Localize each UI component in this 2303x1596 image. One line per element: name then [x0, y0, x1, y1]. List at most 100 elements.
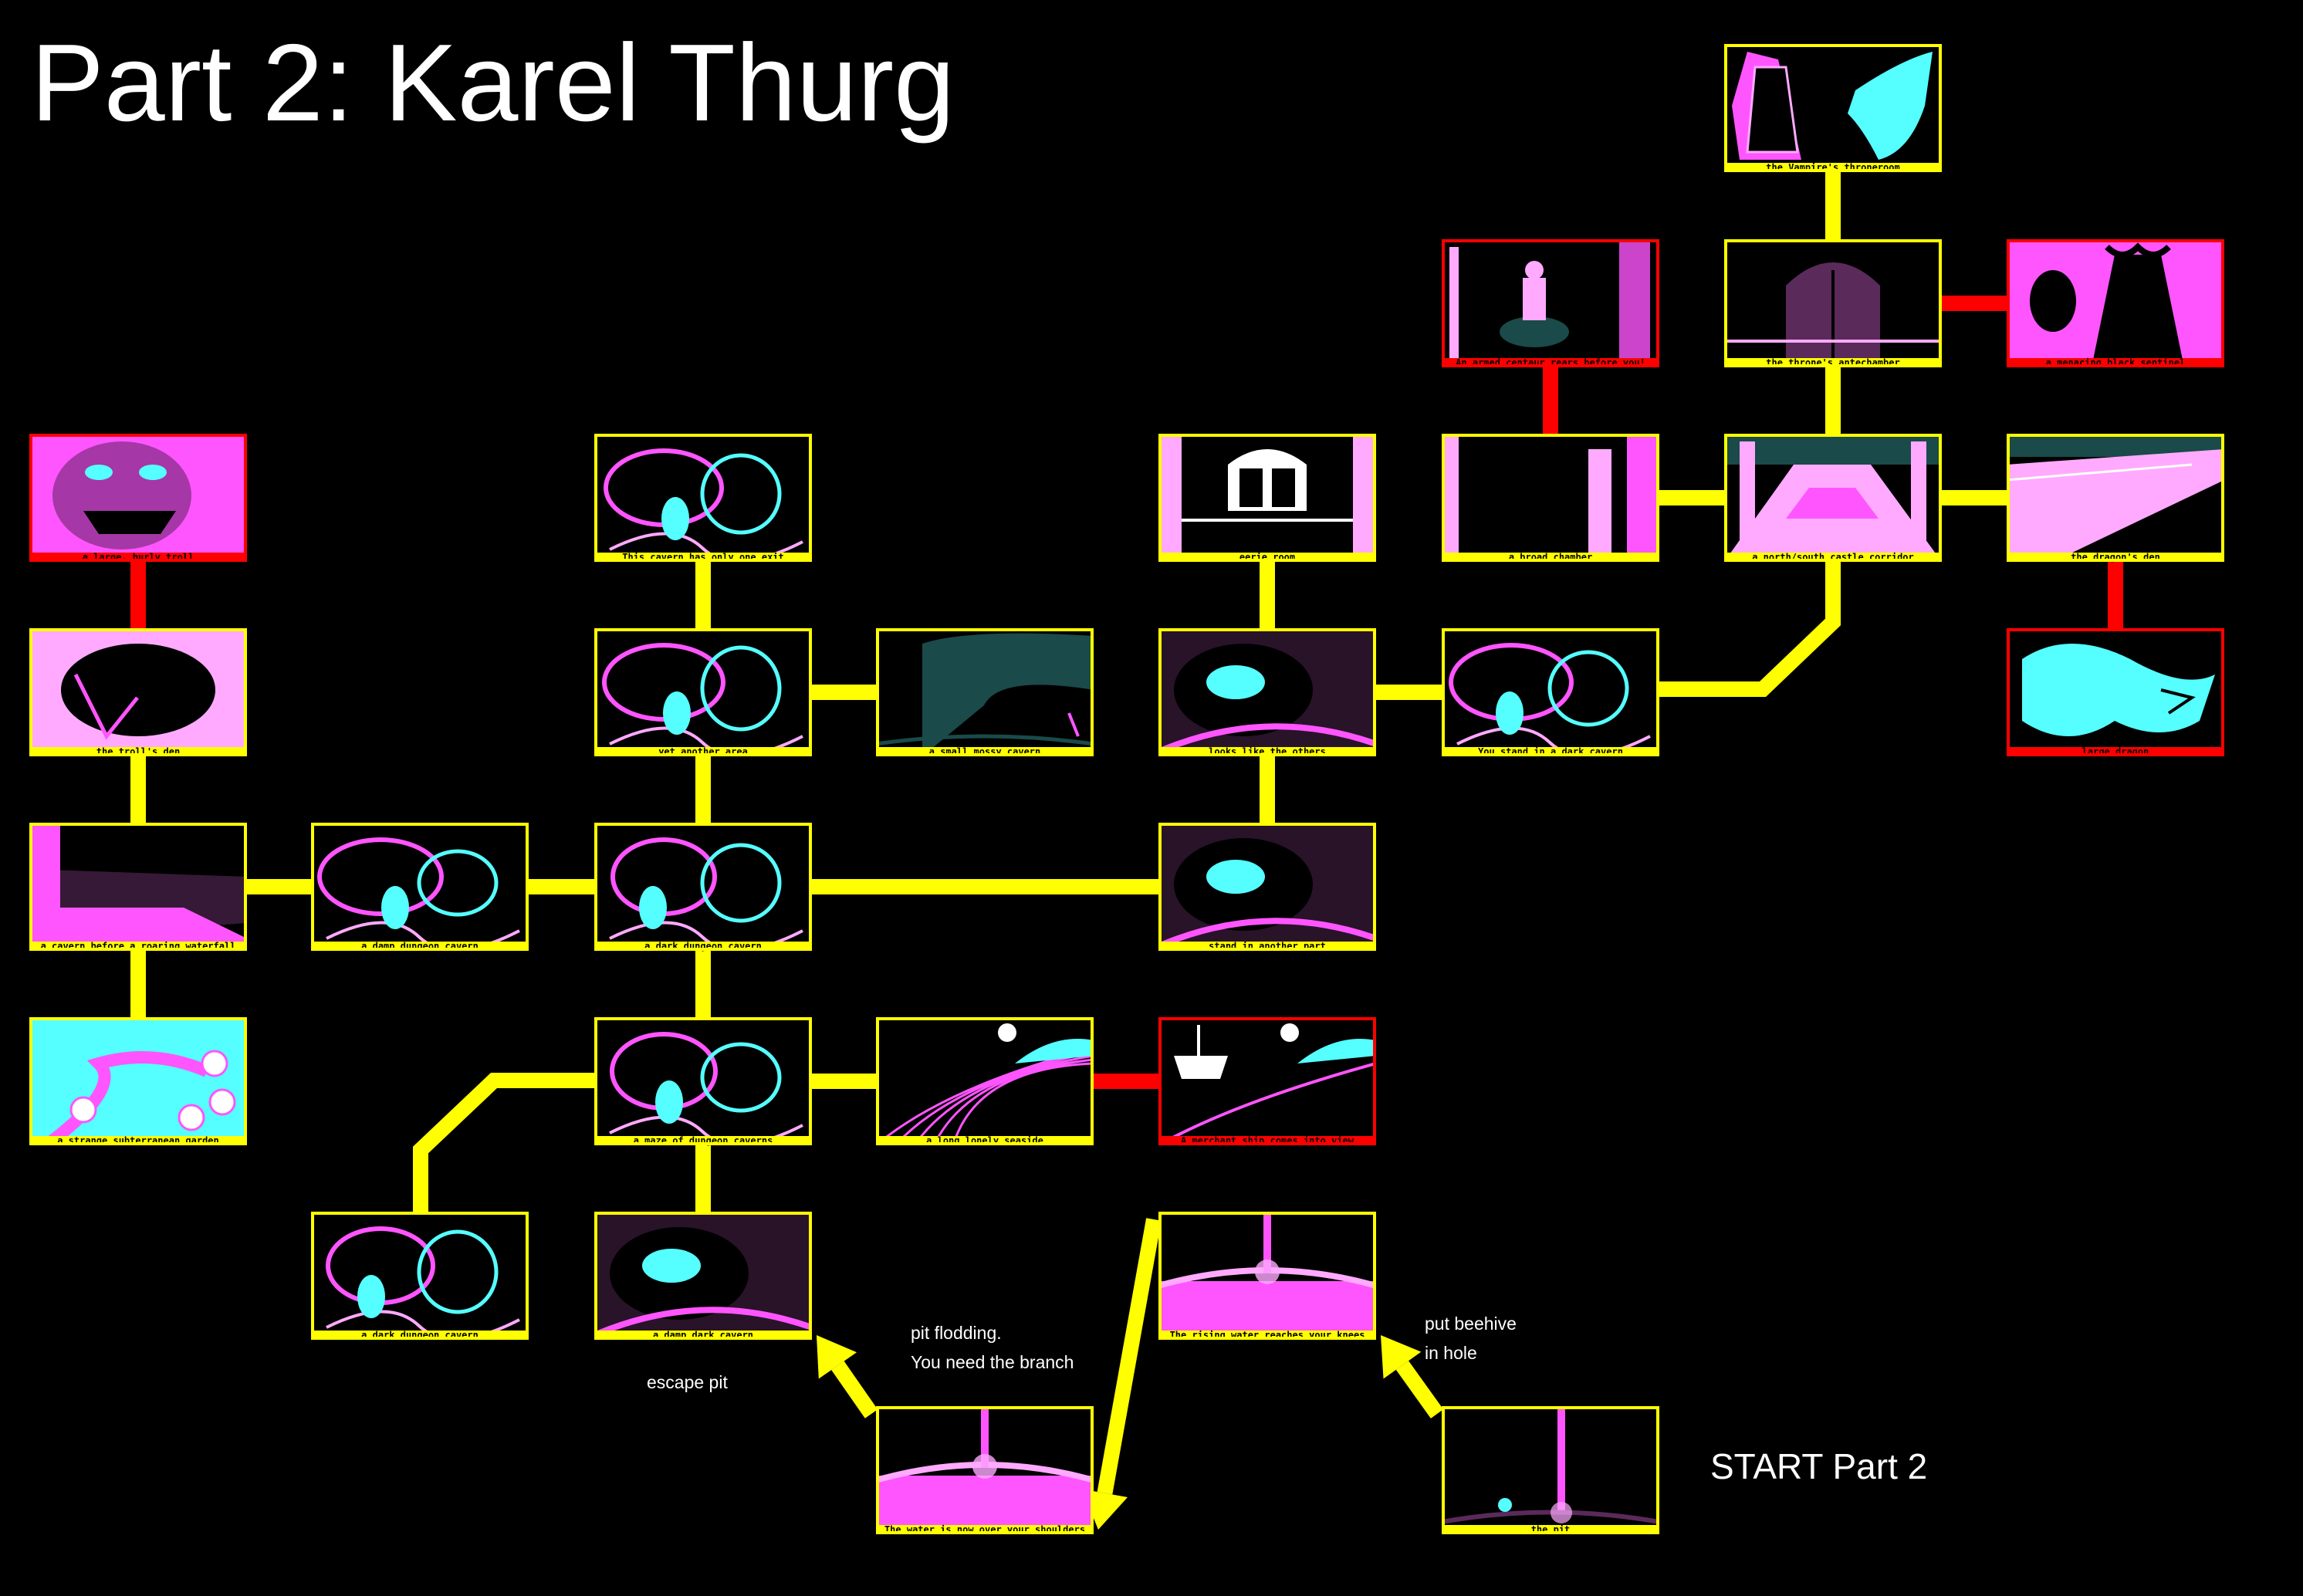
room-sentinel: a menacing black sentinel: [2007, 239, 2224, 368]
room-border: [876, 628, 1094, 756]
waterfall-icon: [29, 823, 247, 942]
room-dark-dungeon: a dark dungeon cavern: [594, 823, 812, 952]
room-border: [1158, 628, 1376, 756]
chamber-icon: [1442, 434, 1659, 553]
path-maze-dark_dungeon_2: [413, 1073, 594, 1212]
room-border: [29, 823, 247, 951]
page-title: Part 2: Karel Thurg: [31, 22, 955, 144]
room-garden: a strange subterranean garden: [29, 1017, 247, 1146]
room-border: [876, 1017, 1094, 1145]
mossy-icon: [876, 633, 1094, 747]
flood-icon: [876, 1406, 1094, 1525]
room-border: [594, 628, 812, 756]
room-troll: a large, burly troll: [29, 434, 247, 563]
room-border: [594, 1017, 812, 1145]
room-broad-chamber: a broad chamber: [1442, 434, 1659, 563]
room-border: [1724, 434, 1942, 562]
window-icon: [1158, 434, 1376, 553]
room-yet-another: yet another area: [594, 628, 812, 757]
room-centaur: An armed centaur rears before you!: [1442, 239, 1659, 368]
cavern-icon: [609, 837, 803, 942]
room-large-dragon: large dragon: [2007, 628, 2224, 757]
room-border: [1158, 823, 1376, 951]
room-antechamber: the throne's antechamber: [1724, 239, 1942, 368]
note-beehive-line2: in hole: [1425, 1343, 1477, 1363]
cavern-icon: [1449, 643, 1651, 747]
room-another-part: stand in another part: [1158, 823, 1376, 952]
room-one-exit: This cavern has only one exit: [594, 434, 812, 563]
corridor-icon: [1724, 434, 1942, 553]
note-escape-pit: escape pit: [647, 1372, 728, 1392]
centaur-icon: [1449, 239, 1650, 358]
arrow-water_shoulders-damp_dark: [831, 1361, 878, 1418]
arrow-the_pit-rising_water: [1395, 1361, 1444, 1418]
room-damp-dark: a damp dark cavern: [594, 1212, 812, 1341]
tunnel-icon: [1158, 823, 1376, 942]
ship-icon: [1172, 1023, 1376, 1136]
room-border: [1442, 1406, 1659, 1534]
note-flood-line1: pit flodding.: [911, 1323, 1002, 1343]
room-waterfall: a cavern before a roaring waterfall: [29, 823, 247, 952]
vampire-dragon-icon: [1732, 52, 1933, 160]
cavern-icon: [326, 1226, 520, 1331]
room-corridor: a north/south castle corridor: [1724, 434, 1942, 563]
lair-icon: [29, 628, 247, 747]
troll-icon: [29, 434, 247, 553]
arrow-head-icon: [817, 1335, 857, 1379]
tunnel-icon: [594, 1212, 812, 1331]
note-beehive-line1: put beehive: [1425, 1314, 1517, 1334]
arrow-head-icon: [1381, 1335, 1422, 1379]
room-border: [1442, 434, 1659, 562]
path-corridor-dark_cavern_stand: [1659, 562, 1841, 697]
room-dragons-den: the dragon's den: [2007, 434, 2224, 563]
cavern-icon: [602, 643, 803, 747]
room-border: [29, 628, 247, 756]
room-border: [1724, 44, 1942, 172]
room-border: [29, 434, 247, 562]
tunnel-icon: [1158, 628, 1376, 747]
cavern-icon: [317, 837, 520, 942]
room-border: [1442, 628, 1659, 756]
den-icon: [2007, 434, 2224, 553]
pit-icon: [1442, 1406, 1659, 1524]
room-trolls-den: the troll's den: [29, 628, 247, 757]
note-flood-line2: You need the branch: [911, 1352, 1074, 1372]
room-border: [2007, 434, 2224, 562]
room-border: [876, 1406, 1094, 1534]
room-border: [594, 823, 812, 951]
room-mossy: a small mossy cavern: [876, 628, 1094, 757]
flood-icon: [1158, 1212, 1376, 1331]
room-border: [2007, 628, 2224, 756]
room-border: [1158, 1212, 1376, 1340]
room-dark-dungeon-2: a dark dungeon cavern: [311, 1212, 529, 1341]
room-maze: a maze of dungeon caverns: [594, 1017, 812, 1146]
room-vampire-throne: the Vampire's throneroom: [1724, 44, 1942, 173]
room-border: [594, 1212, 812, 1340]
room-border: [311, 1212, 529, 1340]
room-border: [2007, 239, 2224, 367]
cavern-icon: [609, 1032, 803, 1136]
room-border: [594, 434, 812, 562]
room-seaside: a long lonely seaside: [876, 1017, 1094, 1146]
room-merchant-ship: A merchant ship comes into view: [1158, 1017, 1376, 1146]
arrow-rising_water-water_shoulders: [1097, 1218, 1162, 1495]
room-border: [1158, 434, 1376, 562]
room-border: [1158, 1017, 1376, 1145]
seaside-icon: [885, 1023, 1094, 1136]
dragon-icon: [2022, 644, 2215, 736]
sentinel-icon: [2007, 239, 2224, 358]
room-eerie: eerie room: [1158, 434, 1376, 563]
room-water-shoulders: The water is now over your shoulders: [876, 1406, 1094, 1535]
room-border: [1724, 239, 1942, 367]
room-the-pit: the pit: [1442, 1406, 1659, 1535]
room-damp-dungeon-1: a damp dungeon cavern: [311, 823, 529, 952]
room-looks-like: looks like the others: [1158, 628, 1376, 757]
room-border: [311, 823, 529, 951]
room-border: [1442, 239, 1659, 367]
cavern-icon: [604, 448, 803, 553]
start-label: START Part 2: [1710, 1446, 1928, 1486]
room-dark-cavern-stand: You stand in a dark cavern: [1442, 628, 1659, 757]
door-icon: [1724, 262, 1942, 358]
